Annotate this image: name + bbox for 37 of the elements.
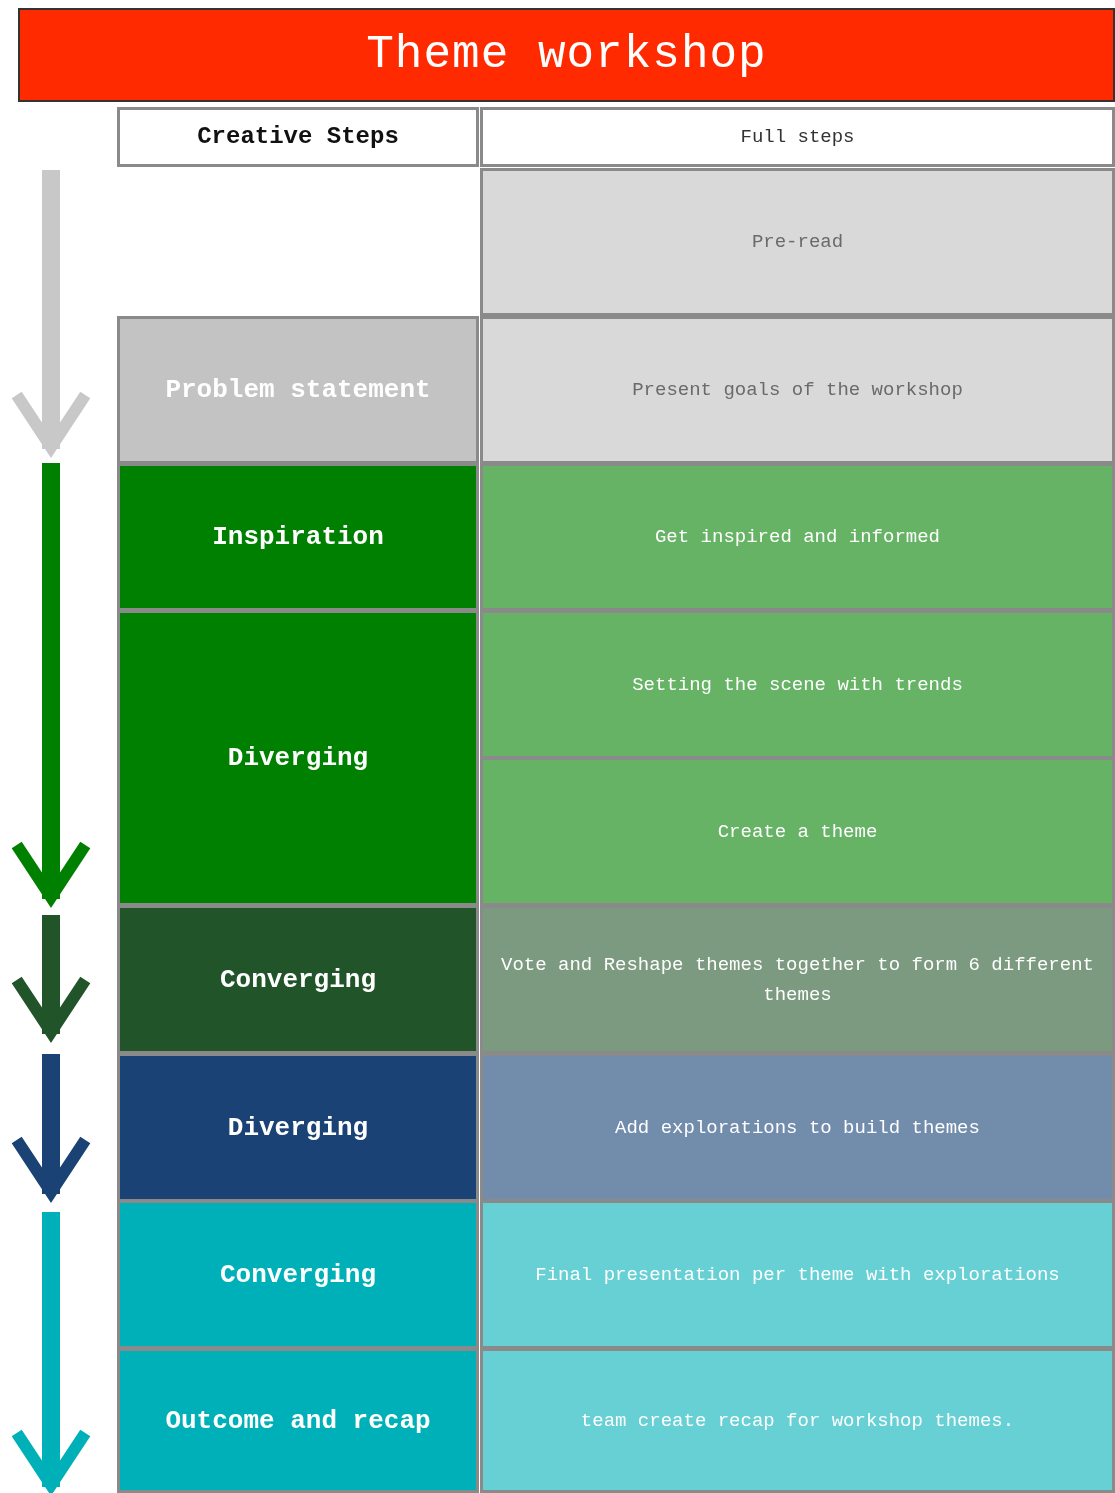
step-name: Diverging — [227, 1112, 369, 1143]
activity-cell — [480, 463, 1115, 611]
step-name: Creative Steps — [197, 122, 399, 152]
activity-cell — [480, 316, 1115, 464]
step-name: Converging — [220, 964, 376, 995]
activity-cell — [480, 1200, 1115, 1349]
activity-cell — [480, 1053, 1115, 1202]
activity-cell — [480, 905, 1115, 1054]
activity-cell — [480, 757, 1115, 906]
activity-cell — [480, 107, 1115, 167]
activity-cell — [480, 1348, 1115, 1493]
activity-cell — [480, 168, 1115, 316]
step-name: Inspiration — [212, 522, 384, 552]
step-name: Problem statement — [165, 375, 431, 405]
step-description: Vote and Reshape themes together to form 6 different themes — [500, 952, 1095, 1008]
step-cell — [117, 905, 479, 1054]
step-description: Create a theme — [717, 819, 878, 845]
step-cell — [117, 1053, 479, 1202]
step-description: Final presentation per theme with explorations — [535, 1262, 1060, 1288]
step-description: Present goals of the workshop — [632, 378, 963, 403]
step-name: Converging — [220, 1259, 376, 1290]
activity-cell — [480, 610, 1115, 759]
step-cell — [117, 1348, 479, 1493]
step-description: Get inspired and informed — [654, 525, 940, 550]
step-cell — [117, 107, 479, 167]
step-description: team create recap for workshop themes. — [580, 1408, 1015, 1434]
step-cell — [117, 463, 479, 611]
step-description: Add explorations to build themes — [615, 1115, 980, 1141]
step-description: Full steps — [740, 125, 855, 150]
step-description: Pre-read — [751, 230, 844, 255]
step-cell — [117, 316, 479, 464]
step-name: Diverging — [227, 743, 369, 773]
title-text: Theme workshop — [366, 29, 767, 81]
step-cell — [117, 610, 479, 906]
step-description: Setting the scene with trends — [632, 672, 963, 698]
step-name: Outcome and recap — [165, 1405, 431, 1436]
step-cell — [117, 1200, 479, 1349]
